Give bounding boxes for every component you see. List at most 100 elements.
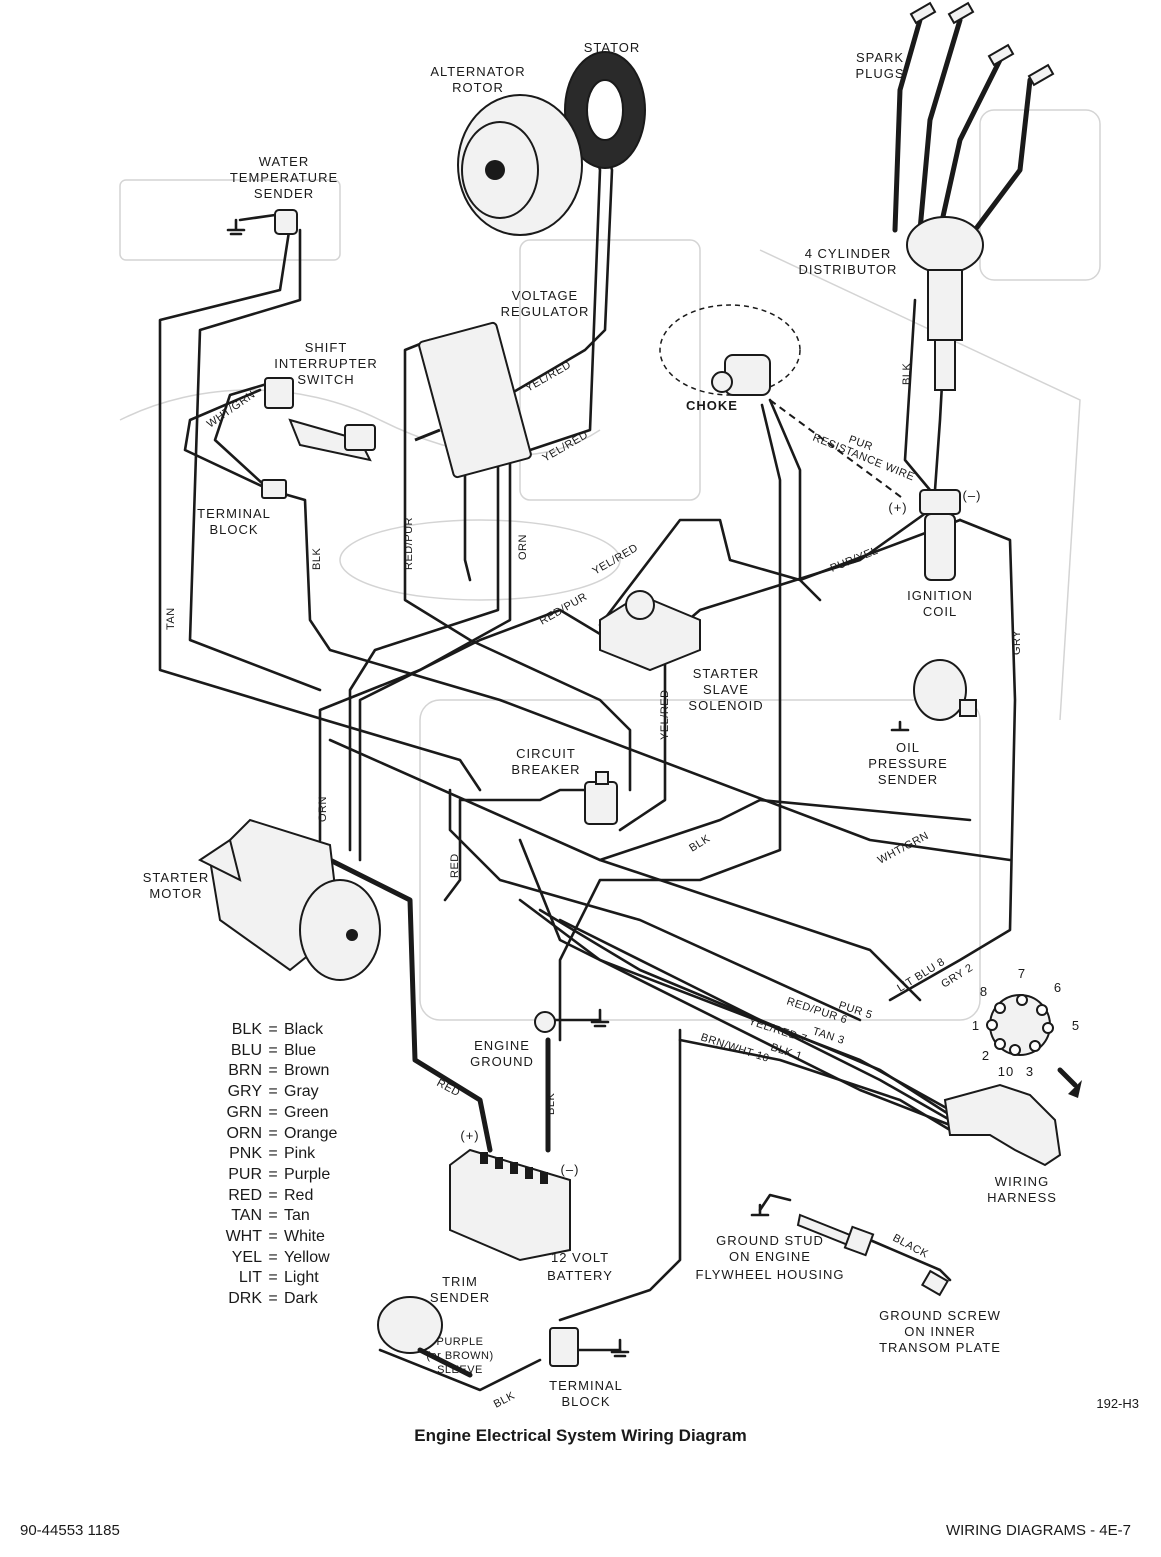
engine-ground-label-2: GROUND xyxy=(470,1054,534,1069)
legend-name: Orange xyxy=(284,1124,338,1142)
wire-label: YEL/RED xyxy=(659,689,671,740)
ground-screw-label-2: ON INNER xyxy=(904,1324,976,1339)
distributor-label-1: 4 CYLINDER xyxy=(805,246,892,261)
wire-label: GRY xyxy=(1011,630,1023,655)
legend-row: PNK=Pink xyxy=(200,1144,360,1165)
battery-minus-label: (–) xyxy=(561,1162,580,1177)
legend-equals: = xyxy=(268,1103,278,1121)
battery-label-1: 12 VOLT xyxy=(551,1250,609,1265)
legend-row: RED=Red xyxy=(200,1186,360,1207)
battery-label-2: BATTERY xyxy=(547,1268,613,1283)
legend-equals: = xyxy=(268,1041,278,1059)
oil-pressure-sender-icon xyxy=(890,659,977,732)
page-section: WIRING DIAGRAMS - 4E-7 xyxy=(945,1522,1131,1539)
legend-equals: = xyxy=(268,1165,278,1183)
legend-equals: = xyxy=(268,1207,278,1225)
ground-stud-icon xyxy=(750,1203,875,1257)
terminal-block-top-label-1: TERMINAL xyxy=(197,506,271,521)
ground-stud-label-3: FLYWHEEL HOUSING xyxy=(696,1267,845,1282)
voltage-regulator-icon xyxy=(414,321,532,479)
legend-equals: = xyxy=(268,1062,278,1080)
wire-label: BLK xyxy=(901,363,913,385)
legend-row: YEL = Yellow xyxy=(200,1248,360,1269)
shift-switch-label-3: SWITCH xyxy=(297,372,354,387)
terminal-block-bottom-label-1: TERMINAL xyxy=(549,1378,623,1393)
wiring-harness-label-1: WIRING xyxy=(995,1174,1049,1189)
ground-screw-label-3: TRANSOM PLATE xyxy=(879,1340,1001,1355)
legend-row: BRN = Brown xyxy=(200,1061,360,1082)
voltage-regulator-label-2: REGULATOR xyxy=(501,304,590,319)
legend-equals: = xyxy=(268,1021,278,1038)
wire-label: BLK xyxy=(311,548,323,570)
terminal-block-top-label-2: BLOCK xyxy=(209,522,258,537)
wire-label: TAN xyxy=(165,607,177,630)
water-temp-label-1: WATER xyxy=(259,154,310,169)
legend-equals: = xyxy=(268,1145,278,1163)
solenoid-label-1: STARTER xyxy=(693,666,759,681)
engine-ground-icon xyxy=(534,1008,610,1033)
terminal-block-bottom-icon xyxy=(549,1327,630,1367)
battery-icon xyxy=(449,1148,571,1262)
choke-icon xyxy=(659,304,801,396)
legend-equals: = xyxy=(268,1124,278,1142)
wiring-harness-icon xyxy=(943,1083,1062,1167)
legend-equals: = xyxy=(268,1228,278,1246)
spark-plugs-label-1: SPARK xyxy=(856,50,904,65)
legend-abbr: PUR xyxy=(228,1165,262,1183)
legend-row: PUR = Purple xyxy=(200,1165,360,1186)
wire-label: BLK xyxy=(687,832,712,854)
spark-plugs-label-2: PLUGS xyxy=(855,66,904,81)
circuit-breaker-icon xyxy=(584,771,618,825)
alt-rotor-label-1: ALTERNATOR xyxy=(430,64,525,79)
legend-name: Purple xyxy=(284,1165,331,1183)
legend-row: ORN=Orange xyxy=(200,1124,360,1145)
pin-label: 2 xyxy=(982,1048,990,1063)
ground-stud-label-2: ON ENGINE xyxy=(729,1249,811,1264)
ground-stud-label-1: GROUND STUD xyxy=(716,1233,824,1248)
legend-row: LIT=Light xyxy=(200,1268,360,1289)
doc-number: 90-44553 1185 xyxy=(20,1522,120,1539)
wire-label: RED xyxy=(449,853,461,878)
coil-minus-label: (–) xyxy=(963,488,982,503)
wires xyxy=(158,128,1017,1392)
legend-row: DRK=Dark xyxy=(200,1289,360,1310)
legend-abbr: RED xyxy=(228,1186,262,1204)
engine-ground-label-1: ENGINE xyxy=(474,1038,530,1053)
wire-label: BLK xyxy=(545,1093,557,1115)
wire-label: ORN xyxy=(517,534,529,560)
pin-label: 5 xyxy=(1072,1018,1080,1033)
shift-interrupter-switch-icon xyxy=(264,377,376,462)
legend-name: Red xyxy=(284,1186,314,1204)
trim-sender-label-1: TRIM xyxy=(442,1274,478,1289)
legend-abbr: YEL xyxy=(231,1248,262,1266)
legend-row: GRN=Green xyxy=(200,1103,360,1124)
figure-ref: 192-H3 xyxy=(1096,1396,1139,1411)
battery-plus-label: (+) xyxy=(460,1128,479,1143)
legend-abbr: BLU xyxy=(230,1041,262,1059)
harness-wire-label: BRN/WHT 10 xyxy=(699,1031,771,1064)
connector-pin-labels: 7 6 8 1 5 2 10 3 xyxy=(972,966,1080,1079)
legend-row: WHT=White xyxy=(200,1227,360,1248)
oil-pressure-label-3: SENDER xyxy=(878,772,938,787)
legend-name: White xyxy=(284,1228,325,1246)
wire-label: RED/PUR xyxy=(403,517,415,570)
solenoid-label-3: SOLENOID xyxy=(688,698,763,713)
ground-screw-label-1: GROUND SCREW xyxy=(879,1308,1001,1323)
legend-abbr: TAN xyxy=(231,1207,262,1225)
oil-pressure-label-2: PRESSURE xyxy=(868,756,948,771)
oil-pressure-label-1: OIL xyxy=(896,740,920,755)
legend-equals: = xyxy=(268,1248,278,1266)
circuit-breaker-label-2: BREAKER xyxy=(511,762,580,777)
legend-abbr: GRY xyxy=(227,1083,262,1101)
wire-label: ORN xyxy=(317,796,329,822)
water-temp-label-2: TEMPERATURE xyxy=(230,170,338,185)
wire-label: BLK xyxy=(492,1390,517,1411)
legend-abbr: BRN xyxy=(228,1062,262,1080)
legend-row: BLK=Black xyxy=(200,1020,360,1041)
legend-name: Brown xyxy=(284,1062,330,1080)
voltage-regulator-label-1: VOLTAGE xyxy=(512,288,578,303)
wire-label: YEL/RED xyxy=(524,359,574,395)
legend-name: Yellow xyxy=(284,1248,330,1266)
distributor-icon xyxy=(906,216,984,391)
